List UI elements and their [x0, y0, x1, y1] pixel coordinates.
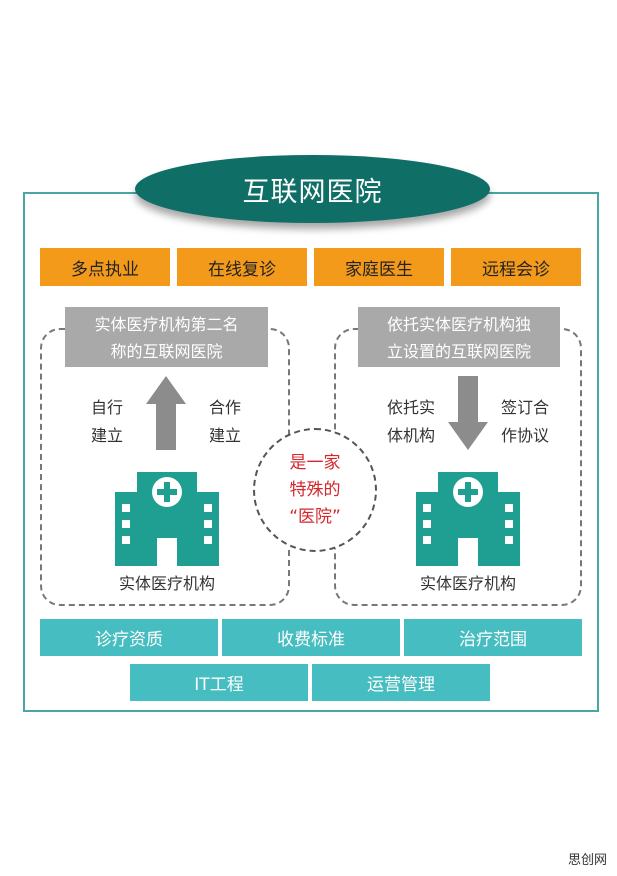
requirement-label: 治疗范围: [459, 630, 527, 650]
hospital-building-icon: [416, 472, 520, 566]
center-line2: 特殊的: [289, 479, 341, 500]
service-box-4: 远程会诊: [451, 248, 581, 286]
requirement-label: 收费标准: [277, 630, 345, 650]
special-hospital-circle: 是一家 特殊的 “医院”: [253, 428, 377, 552]
title-oval: 互联网医院: [135, 155, 490, 223]
service-box-1: 多点执业: [40, 248, 170, 286]
requirement-box-5: 运营管理: [312, 664, 490, 701]
service-box-2: 在线复诊: [177, 248, 307, 286]
requirement-label: IT工程: [194, 675, 244, 695]
requirement-box-4: IT工程: [130, 664, 308, 701]
right-building-label: 实体医疗机构: [419, 574, 516, 593]
right-agreement-label: 签订合作协议: [500, 398, 549, 445]
left-coop-build-label: 合作建立: [208, 398, 241, 445]
service-label: 远程会诊: [482, 259, 550, 280]
left-box-line1: 实体医疗机构第二名: [94, 315, 239, 334]
down-arrow-icon: [448, 376, 488, 450]
requirement-box-2: 收费标准: [222, 619, 400, 656]
center-line1: 是一家: [289, 452, 341, 473]
watermark: 思创网: [567, 853, 607, 868]
service-label: 在线复诊: [208, 259, 276, 280]
service-label: 家庭医生: [345, 259, 413, 280]
service-box-3: 家庭医生: [314, 248, 444, 286]
left-box-line2: 称的互联网医院: [110, 342, 223, 361]
center-line3: “医院”: [289, 506, 341, 527]
requirement-box-1: 诊疗资质: [40, 619, 218, 656]
right-box-line2: 立设置的互联网医院: [386, 342, 531, 361]
left-hospital-type-box: 实体医疗机构第二名 称的互联网医院: [65, 307, 268, 367]
requirement-label: 诊疗资质: [95, 630, 163, 650]
left-building-label: 实体医疗机构: [118, 574, 215, 593]
left-self-build-label: 自行建立: [90, 398, 123, 445]
diagram-title: 互联网医院: [242, 176, 383, 208]
requirement-label: 运营管理: [367, 675, 435, 695]
right-rely-label: 依托实体机构: [386, 398, 435, 445]
up-arrow-icon: [146, 376, 186, 450]
right-box-line1: 依托实体医疗机构独: [386, 315, 531, 334]
right-hospital-type-box: 依托实体医疗机构独 立设置的互联网医院: [358, 307, 560, 367]
hospital-building-icon: [115, 472, 219, 566]
service-label: 多点执业: [71, 259, 139, 280]
requirement-box-3: 治疗范围: [404, 619, 582, 656]
